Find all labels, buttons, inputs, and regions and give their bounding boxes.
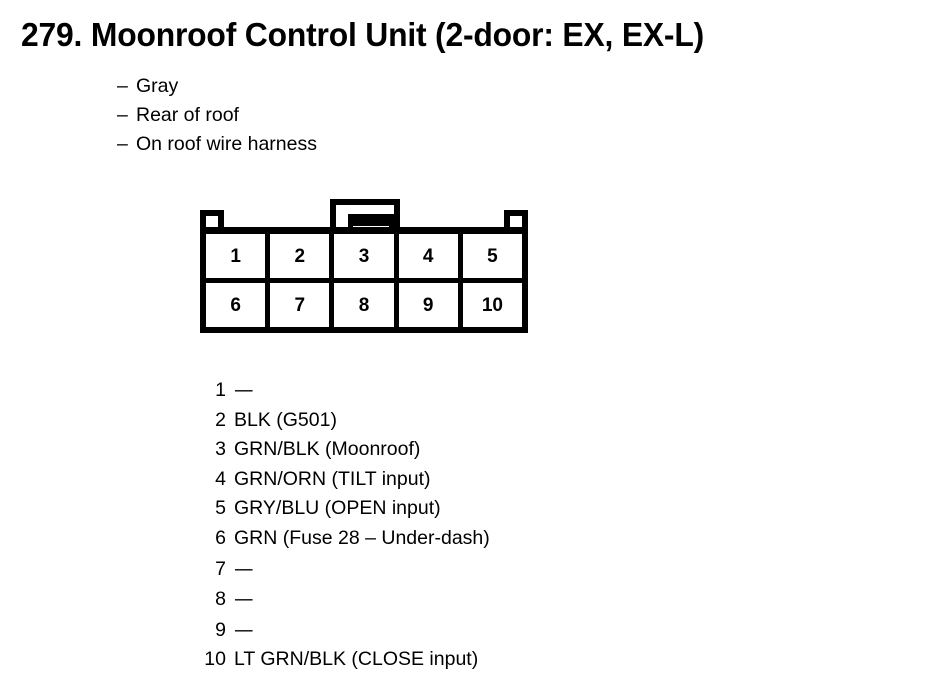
connector-pin-cell[interactable]: 4 — [393, 234, 458, 278]
pin-label: GRN/ORN (TILT input) — [234, 467, 431, 490]
pin-label: LT GRN/BLK (CLOSE input) — [234, 648, 479, 671]
connector-pin-cell[interactable]: 1 — [230, 245, 241, 267]
description-text: On roof wire harness — [136, 132, 317, 155]
description-text: Rear of roof — [136, 103, 239, 126]
pin-assignment-row: 6 GRN (Fuse 28 – Under-dash) — [158, 524, 490, 554]
pin-number: 2 — [215, 408, 226, 431]
pin-label: GRN (Fuse 28 – Under-dash) — [234, 526, 490, 549]
pin-label: BLK (G501) — [234, 408, 337, 431]
description-item: –On roof wire harness — [117, 130, 317, 159]
connector-pin-cell[interactable]: 8 — [329, 283, 393, 327]
pin-assignment-row: 5 GRY/BLU (OPEN input) — [158, 494, 490, 524]
pin-assignment-row: 3 GRN/BLK (Moonroof) — [158, 435, 490, 465]
description-list: –Gray –Rear of roof –On roof wire harnes… — [117, 72, 317, 158]
connector-pin-cell[interactable]: 6 — [230, 294, 241, 316]
connector-pin-cell[interactable]: 5 — [457, 234, 522, 278]
pin-number: 6 — [215, 526, 226, 549]
pin-label: — — [234, 587, 254, 611]
pin-number: 7 — [215, 557, 226, 580]
pin-assignment-row: 4 GRN/ORN (TILT input) — [158, 465, 490, 495]
pin-number: 1 — [215, 379, 226, 401]
connector-locking-tab-icon — [330, 199, 400, 233]
pin-number: 4 — [215, 467, 226, 490]
connector-diagram: 1 2 3 4 5 6 7 8 9 10 — [200, 199, 528, 333]
connector-body: 1 2 3 4 5 6 7 8 9 10 — [200, 227, 528, 333]
pin-assignment-row: 8 — — [158, 584, 490, 615]
connector-pin-cell[interactable]: 3 — [329, 234, 393, 278]
pin-number: 3 — [215, 438, 226, 461]
pin-number: 8 — [215, 588, 226, 611]
connector-pin-cell[interactable]: 9 — [393, 283, 458, 327]
pin-assignment-row: 1 — — [158, 375, 490, 406]
pin-label: — — [234, 617, 254, 641]
dash-bullet-icon: – — [117, 103, 128, 126]
pin-assignment-row: 7 — — [158, 554, 490, 585]
pin-label: GRN/BLK (Moonroof) — [234, 438, 421, 461]
description-text: Gray — [136, 75, 179, 97]
pin-assignment-row: 9 — — [158, 615, 490, 646]
dash-bullet-icon: – — [117, 132, 128, 155]
pin-assignment-list: 1 — 2 BLK (G501) 3 GRN/BLK (Moonroof) 4 … — [158, 375, 490, 675]
pin-assignment-row: 10 LT GRN/BLK (CLOSE input) — [158, 645, 490, 675]
description-item: –Rear of roof — [117, 101, 317, 130]
connector-pin-grid: 1 2 3 4 5 6 7 8 9 10 — [206, 234, 522, 327]
connector-notch-left-icon — [200, 210, 224, 234]
pin-label: GRY/BLU (OPEN input) — [234, 497, 441, 520]
connector-pin-row-top: 1 2 3 4 5 — [206, 234, 522, 278]
connector-pin-row-bottom: 6 7 8 9 10 — [206, 278, 522, 327]
connector-tab-slot-fill — [353, 219, 389, 226]
description-item: –Gray — [117, 72, 317, 101]
pin-number: 5 — [215, 497, 226, 520]
pin-number: 10 — [204, 648, 226, 671]
connector-pin-cell[interactable]: 10 — [457, 283, 522, 327]
dash-bullet-icon: – — [117, 75, 128, 97]
pin-number: 9 — [215, 618, 226, 641]
pin-label: — — [234, 556, 254, 580]
pin-label: — — [234, 378, 254, 401]
connector-pin-cell[interactable]: 2 — [265, 234, 329, 278]
pin-assignment-row: 2 BLK (G501) — [158, 406, 490, 436]
page-title: 279. Moonroof Control Unit (2-door: EX, … — [21, 16, 705, 53]
connector-pin-cell[interactable]: 7 — [265, 283, 329, 327]
connector-notch-right-icon — [504, 210, 528, 234]
